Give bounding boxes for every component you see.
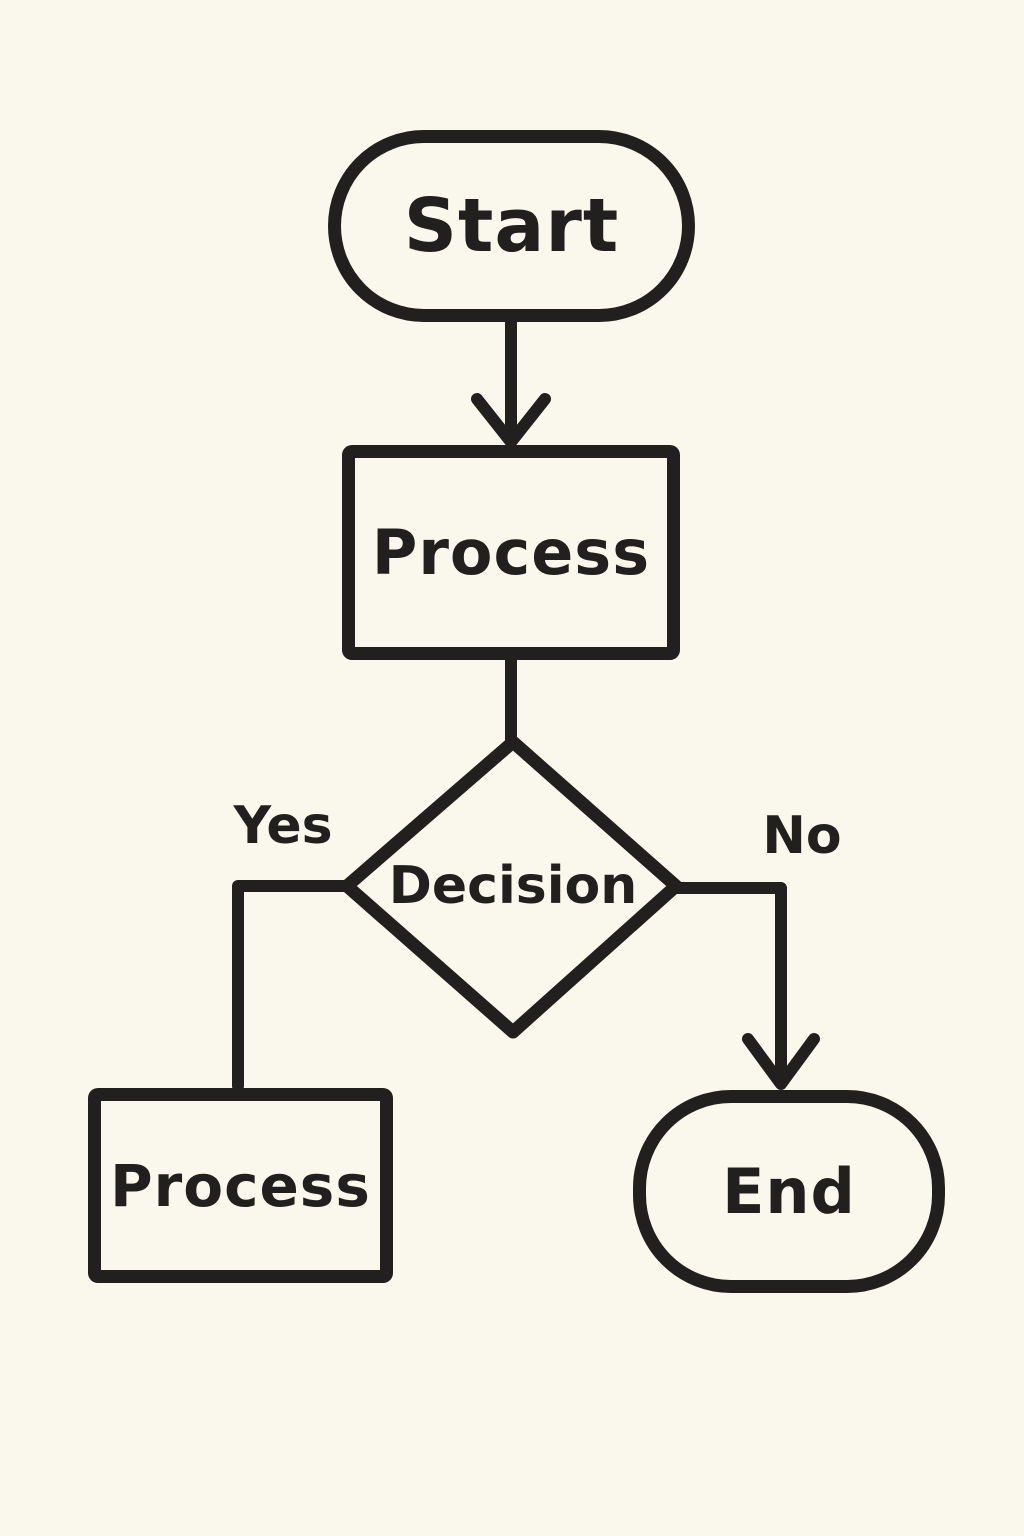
node-process-top-label: Process	[371, 516, 651, 589]
node-end-label: End	[722, 1155, 856, 1228]
node-decision-label: Decision	[388, 856, 638, 916]
node-start-label: Start	[403, 183, 620, 269]
node-process-top: Process	[342, 445, 680, 660]
node-process-left-label: Process	[110, 1151, 371, 1220]
edge-label-yes: Yes	[233, 796, 333, 856]
edge-decision-yes	[232, 880, 353, 1092]
edge-label-no: No	[762, 806, 842, 866]
node-end: End	[633, 1090, 945, 1293]
arrowhead-into-process-icon	[471, 393, 551, 448]
node-process-left: Process	[88, 1088, 393, 1283]
decision-diamond-shape	[340, 735, 683, 1039]
edge-decision-no	[670, 882, 787, 1088]
arrowhead-into-end-icon	[742, 1033, 820, 1090]
node-start: Start	[328, 130, 695, 322]
